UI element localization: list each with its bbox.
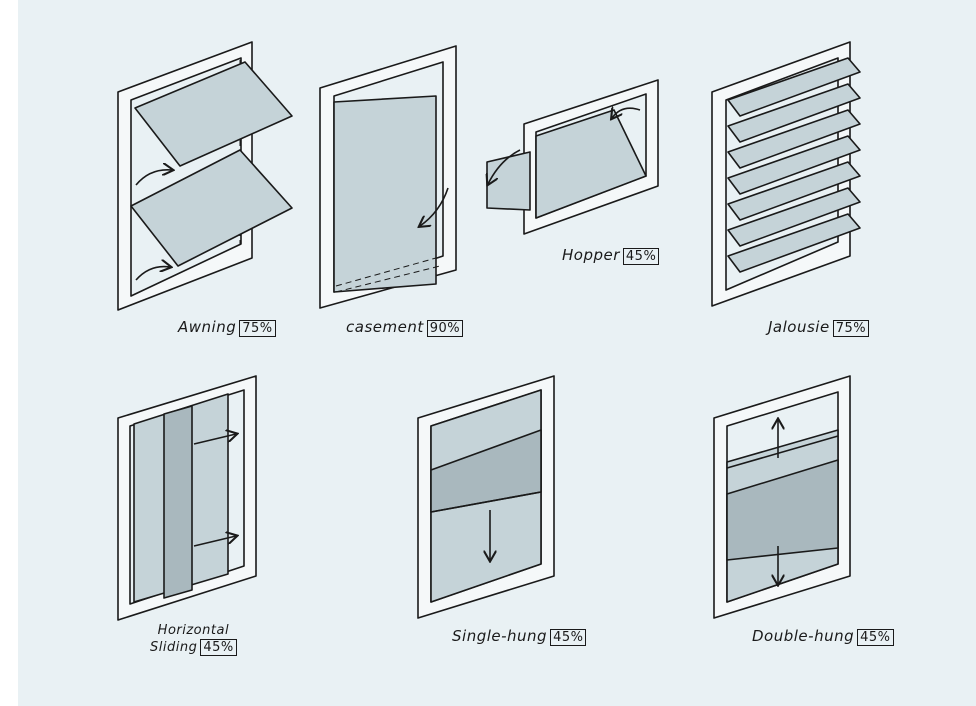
casement-window	[319, 45, 457, 309]
jalousie-window	[711, 41, 861, 307]
awning-window	[117, 41, 293, 311]
hopper-window	[487, 79, 659, 235]
single-hung-window	[417, 375, 555, 619]
horizontal-sliding-window	[117, 375, 257, 621]
double-hung-window	[713, 375, 851, 619]
